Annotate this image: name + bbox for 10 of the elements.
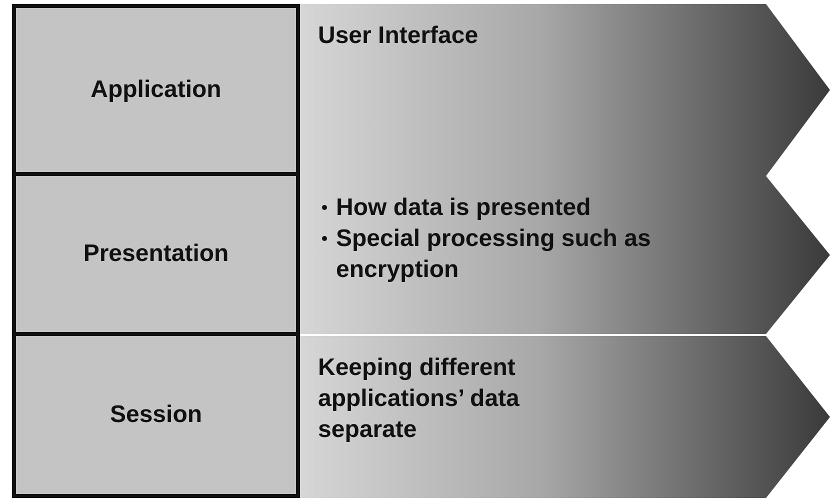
layer-name: Session xyxy=(110,401,202,429)
description-text: Keeping different applications’ data separate xyxy=(318,353,520,445)
layer-name: Presentation xyxy=(83,240,229,268)
layer-name: Application xyxy=(90,76,222,104)
chevron-arrow xyxy=(300,4,830,176)
chevron-arrow xyxy=(300,176,830,334)
bullet-text: Special processing such as encryption xyxy=(336,223,708,285)
description-text: User Interface xyxy=(318,21,480,51)
bullet-text: How data is presented xyxy=(336,192,708,223)
chevron-arrow xyxy=(300,336,830,498)
